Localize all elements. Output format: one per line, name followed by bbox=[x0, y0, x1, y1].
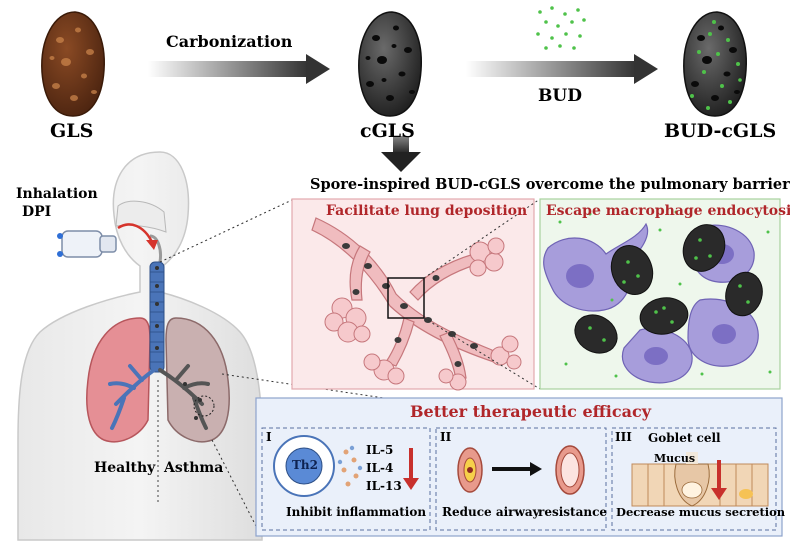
macrophage-panel bbox=[539, 198, 781, 390]
macrophage-title: Escape macrophage endocytosis bbox=[546, 203, 790, 219]
sub1-numeral: I bbox=[266, 430, 272, 444]
deposition-title: Facilitate lung deposition bbox=[326, 203, 528, 219]
cytokine-decrease-arrow bbox=[403, 448, 419, 490]
asthma-label: Asthma bbox=[164, 460, 224, 476]
healthy-label: Healthy bbox=[94, 460, 156, 476]
airway-narrow-icon bbox=[457, 447, 483, 493]
th2-label: Th2 bbox=[292, 458, 319, 472]
gls-spore-icon bbox=[41, 11, 105, 117]
inhalation-flow-arrow bbox=[117, 223, 158, 250]
bud-cgls-spore-icon bbox=[683, 11, 747, 117]
sub2-caption-b: resistance bbox=[538, 505, 608, 519]
inhalation-label-line2: DPI bbox=[22, 204, 52, 220]
inhaler-icon bbox=[57, 230, 117, 258]
carbonization-label: Carbonization bbox=[166, 32, 293, 51]
carbonization-arrow bbox=[148, 54, 330, 84]
sub3-numeral: III bbox=[615, 430, 632, 444]
goblet-cell-label: Goblet cell bbox=[648, 431, 721, 445]
sub2-numeral: II bbox=[440, 430, 452, 444]
deposition-panel bbox=[291, 198, 535, 391]
bud-label: BUD bbox=[538, 86, 582, 106]
gls-label: GLS bbox=[50, 120, 94, 142]
mucus-decrease-arrow bbox=[711, 460, 727, 500]
down-arrow bbox=[381, 136, 421, 172]
human-figure bbox=[17, 151, 263, 541]
sub2-caption-a: Reduce airway bbox=[442, 505, 540, 519]
cgls-label: cGLS bbox=[360, 120, 415, 142]
bud-drug-particles bbox=[536, 6, 586, 50]
mucus-label: Mucus bbox=[654, 452, 696, 465]
efficacy-title: Better therapeutic efficacy bbox=[410, 402, 651, 421]
inhalation-label-line1: Inhalation bbox=[16, 186, 98, 202]
il4-label: IL-4 bbox=[366, 461, 394, 475]
airway-open-icon bbox=[555, 445, 585, 495]
bud-cgls-label: BUD-cGLS bbox=[664, 120, 777, 142]
sub3-caption: Decrease mucus secretion bbox=[616, 505, 786, 519]
bud-cgls-particles bbox=[574, 224, 763, 354]
sub1-caption: Inhibit inflammation bbox=[286, 505, 427, 519]
reduce-arrow bbox=[492, 462, 542, 476]
banner-title: Spore-inspired BUD-cGLS overcome the pul… bbox=[310, 176, 790, 193]
cgls-spore-icon bbox=[358, 11, 422, 117]
efficacy-panel bbox=[255, 397, 783, 537]
bud-arrow bbox=[466, 54, 658, 84]
il5-label: IL-5 bbox=[366, 443, 394, 457]
goblet-cell-icon bbox=[631, 452, 769, 507]
il13-label: IL-13 bbox=[366, 479, 402, 493]
